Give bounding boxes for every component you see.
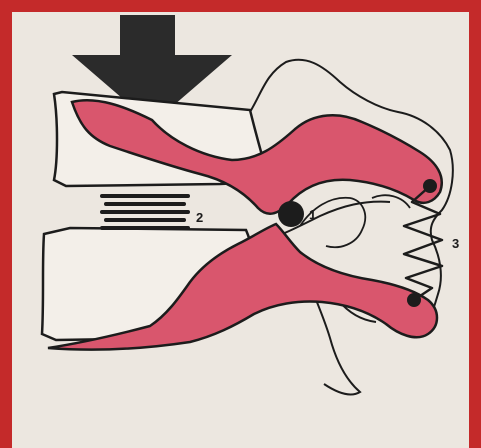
coil-spring-icon xyxy=(102,196,188,228)
facet-outline xyxy=(300,195,410,247)
label-ligament: 3 xyxy=(452,236,459,251)
label-joint: 1 xyxy=(309,207,316,222)
pivot-icon xyxy=(278,201,304,227)
label-disc: 2 xyxy=(196,210,203,225)
